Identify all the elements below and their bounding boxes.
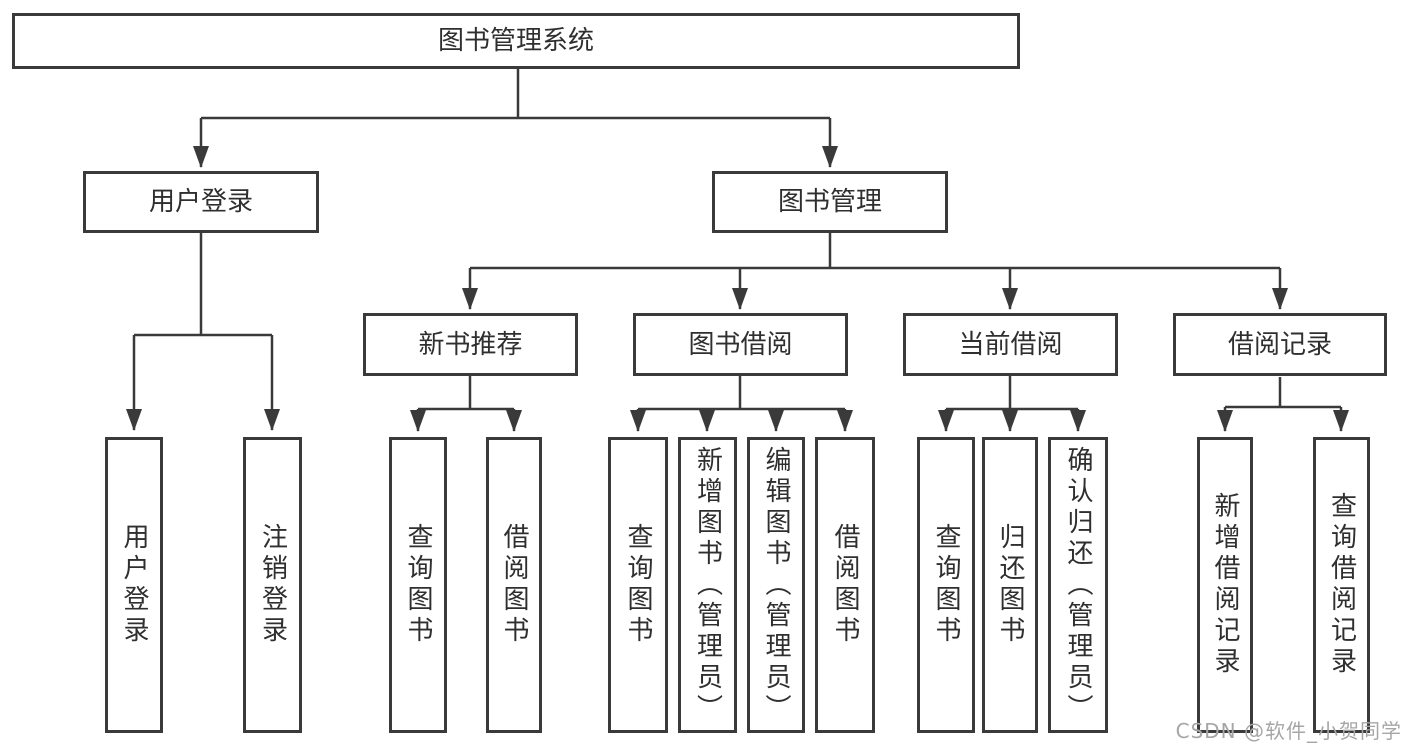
leaf-bb-edit-books-admin: 编辑图书（管理员） <box>747 437 805 733</box>
node-current-borrow: 当前借阅 <box>903 313 1118 376</box>
connector-login-bus <box>134 233 272 337</box>
leaf-cb-confirm-return-admin: 确认归还（管理员） <box>1048 437 1108 733</box>
node-user-login: 用户登录 <box>83 171 319 233</box>
node-book-management: 图书管理 <box>712 171 948 233</box>
csdn-watermark: CSDN @软件_小贺同学 <box>1175 719 1402 743</box>
leaf-logout: 注销登录 <box>243 437 302 733</box>
node-borrow-records: 借阅记录 <box>1173 313 1387 376</box>
leaf-cb-query-books: 查询图书 <box>917 437 975 733</box>
leaf-bb-add-books-admin: 新增图书（管理员） <box>678 437 737 733</box>
leaf-cb-return-books: 归还图书 <box>982 437 1038 733</box>
leaf-nbr-borrow-books: 借阅图书 <box>486 437 542 733</box>
node-new-book-recommend: 新书推荐 <box>363 313 578 376</box>
connector-nbr-bus <box>418 376 514 411</box>
connector-bb-bus <box>638 376 845 411</box>
node-system-root: 图书管理系统 <box>12 13 1020 69</box>
leaf-nbr-query-books: 查询图书 <box>389 437 447 733</box>
leaf-bb-borrow-books: 借阅图书 <box>815 437 875 733</box>
node-book-borrow: 图书借阅 <box>633 313 848 376</box>
leaf-br-query-record: 查询借阅记录 <box>1313 437 1370 733</box>
connector-root-bus <box>201 69 830 120</box>
connector-mgmt-bus <box>470 233 1280 270</box>
leaf-user-login: 用户登录 <box>105 437 163 733</box>
connector-br-bus <box>1225 377 1341 409</box>
connector-cb-bus <box>946 376 1078 411</box>
leaf-br-add-record: 新增借阅记录 <box>1197 437 1253 733</box>
leaf-bb-query-books: 查询图书 <box>608 437 668 733</box>
